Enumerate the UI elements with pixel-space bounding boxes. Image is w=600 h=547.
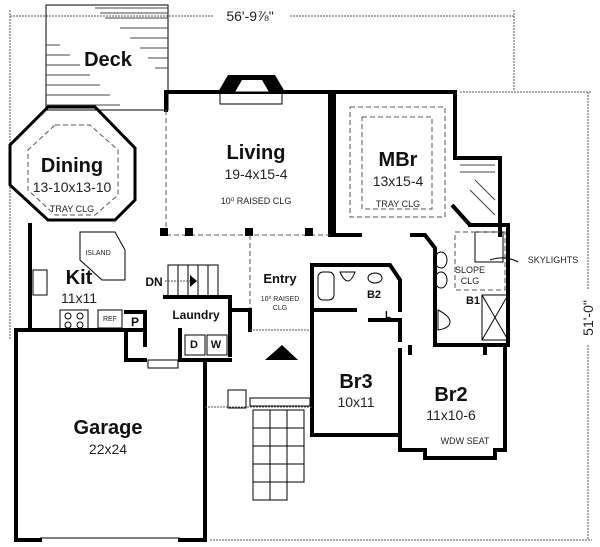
window-seat-label: WDW SEAT [440, 436, 490, 446]
mbr-label: MBr [378, 149, 418, 171]
dining-label: Dining [40, 155, 104, 177]
skylights-label: SKYLIGHTS [527, 255, 579, 265]
dining-size: 13-10x13-10 [32, 179, 112, 195]
br2-size: 11x10-6 [426, 407, 476, 423]
kitchen-label: Kit [65, 267, 93, 289]
br3-size: 10x11 [337, 394, 375, 410]
living-size: 19-4x15-4 [224, 166, 288, 182]
pantry-label: P [130, 315, 140, 329]
b1-slope-note-line2: CLG [460, 276, 480, 286]
entry-ceiling-note-line1: 10⁰ RAISED [260, 296, 300, 303]
b2-label: B2 [366, 289, 382, 301]
deck-label: Deck [84, 49, 132, 71]
overall-depth-dimension: 51'-0" [580, 297, 596, 339]
garage-size: 22x24 [88, 441, 128, 457]
deck-area [45, 4, 169, 111]
overall-width-dimension: 56'-9⅞" [223, 9, 277, 23]
br2-label: Br2 [434, 384, 468, 406]
stairs [165, 264, 219, 298]
mbr-closet-hatch [460, 164, 496, 216]
entry-label: Entry [263, 271, 297, 286]
dining-ceiling-note: TRAY CLG [49, 204, 95, 214]
washer-label: W [210, 339, 222, 351]
stairs-down-label: DN [145, 275, 163, 289]
refrigerator-label: REF [103, 316, 117, 323]
entry-walls [228, 235, 310, 360]
front-walk-pavers [205, 389, 510, 541]
br3-label: Br3 [339, 371, 373, 393]
b1-walls [410, 223, 510, 347]
laundry-label: Laundry [172, 308, 220, 322]
linen-closet-label: L [384, 310, 392, 321]
dining-walls [8, 105, 137, 222]
skylights-leader [489, 257, 519, 263]
pantry-walls [124, 310, 147, 362]
living-label: Living [226, 142, 286, 164]
mbr-walls [332, 90, 502, 237]
kitchen-size: 11x11 [60, 290, 98, 306]
dryer-label: D [190, 339, 198, 351]
br2-walls [398, 343, 507, 460]
garage-label: Garage [73, 417, 143, 439]
mbr-size: 13x15-4 [372, 173, 424, 189]
b1-slope-note-line1: SLOPE [454, 265, 486, 275]
b1-label: B1 [465, 295, 481, 307]
mbr-ceiling-note: TRAY CLG [375, 199, 421, 209]
b2-walls [310, 263, 402, 392]
kitchen-island-label: ISLAND [85, 250, 111, 257]
entry-ceiling-note-line2: CLG [272, 305, 288, 312]
garage-walls [14, 328, 207, 542]
living-walls [160, 75, 332, 237]
living-ceiling-note: 10⁰ RAISED CLG [220, 196, 292, 206]
front-entrance-marker [265, 345, 298, 360]
